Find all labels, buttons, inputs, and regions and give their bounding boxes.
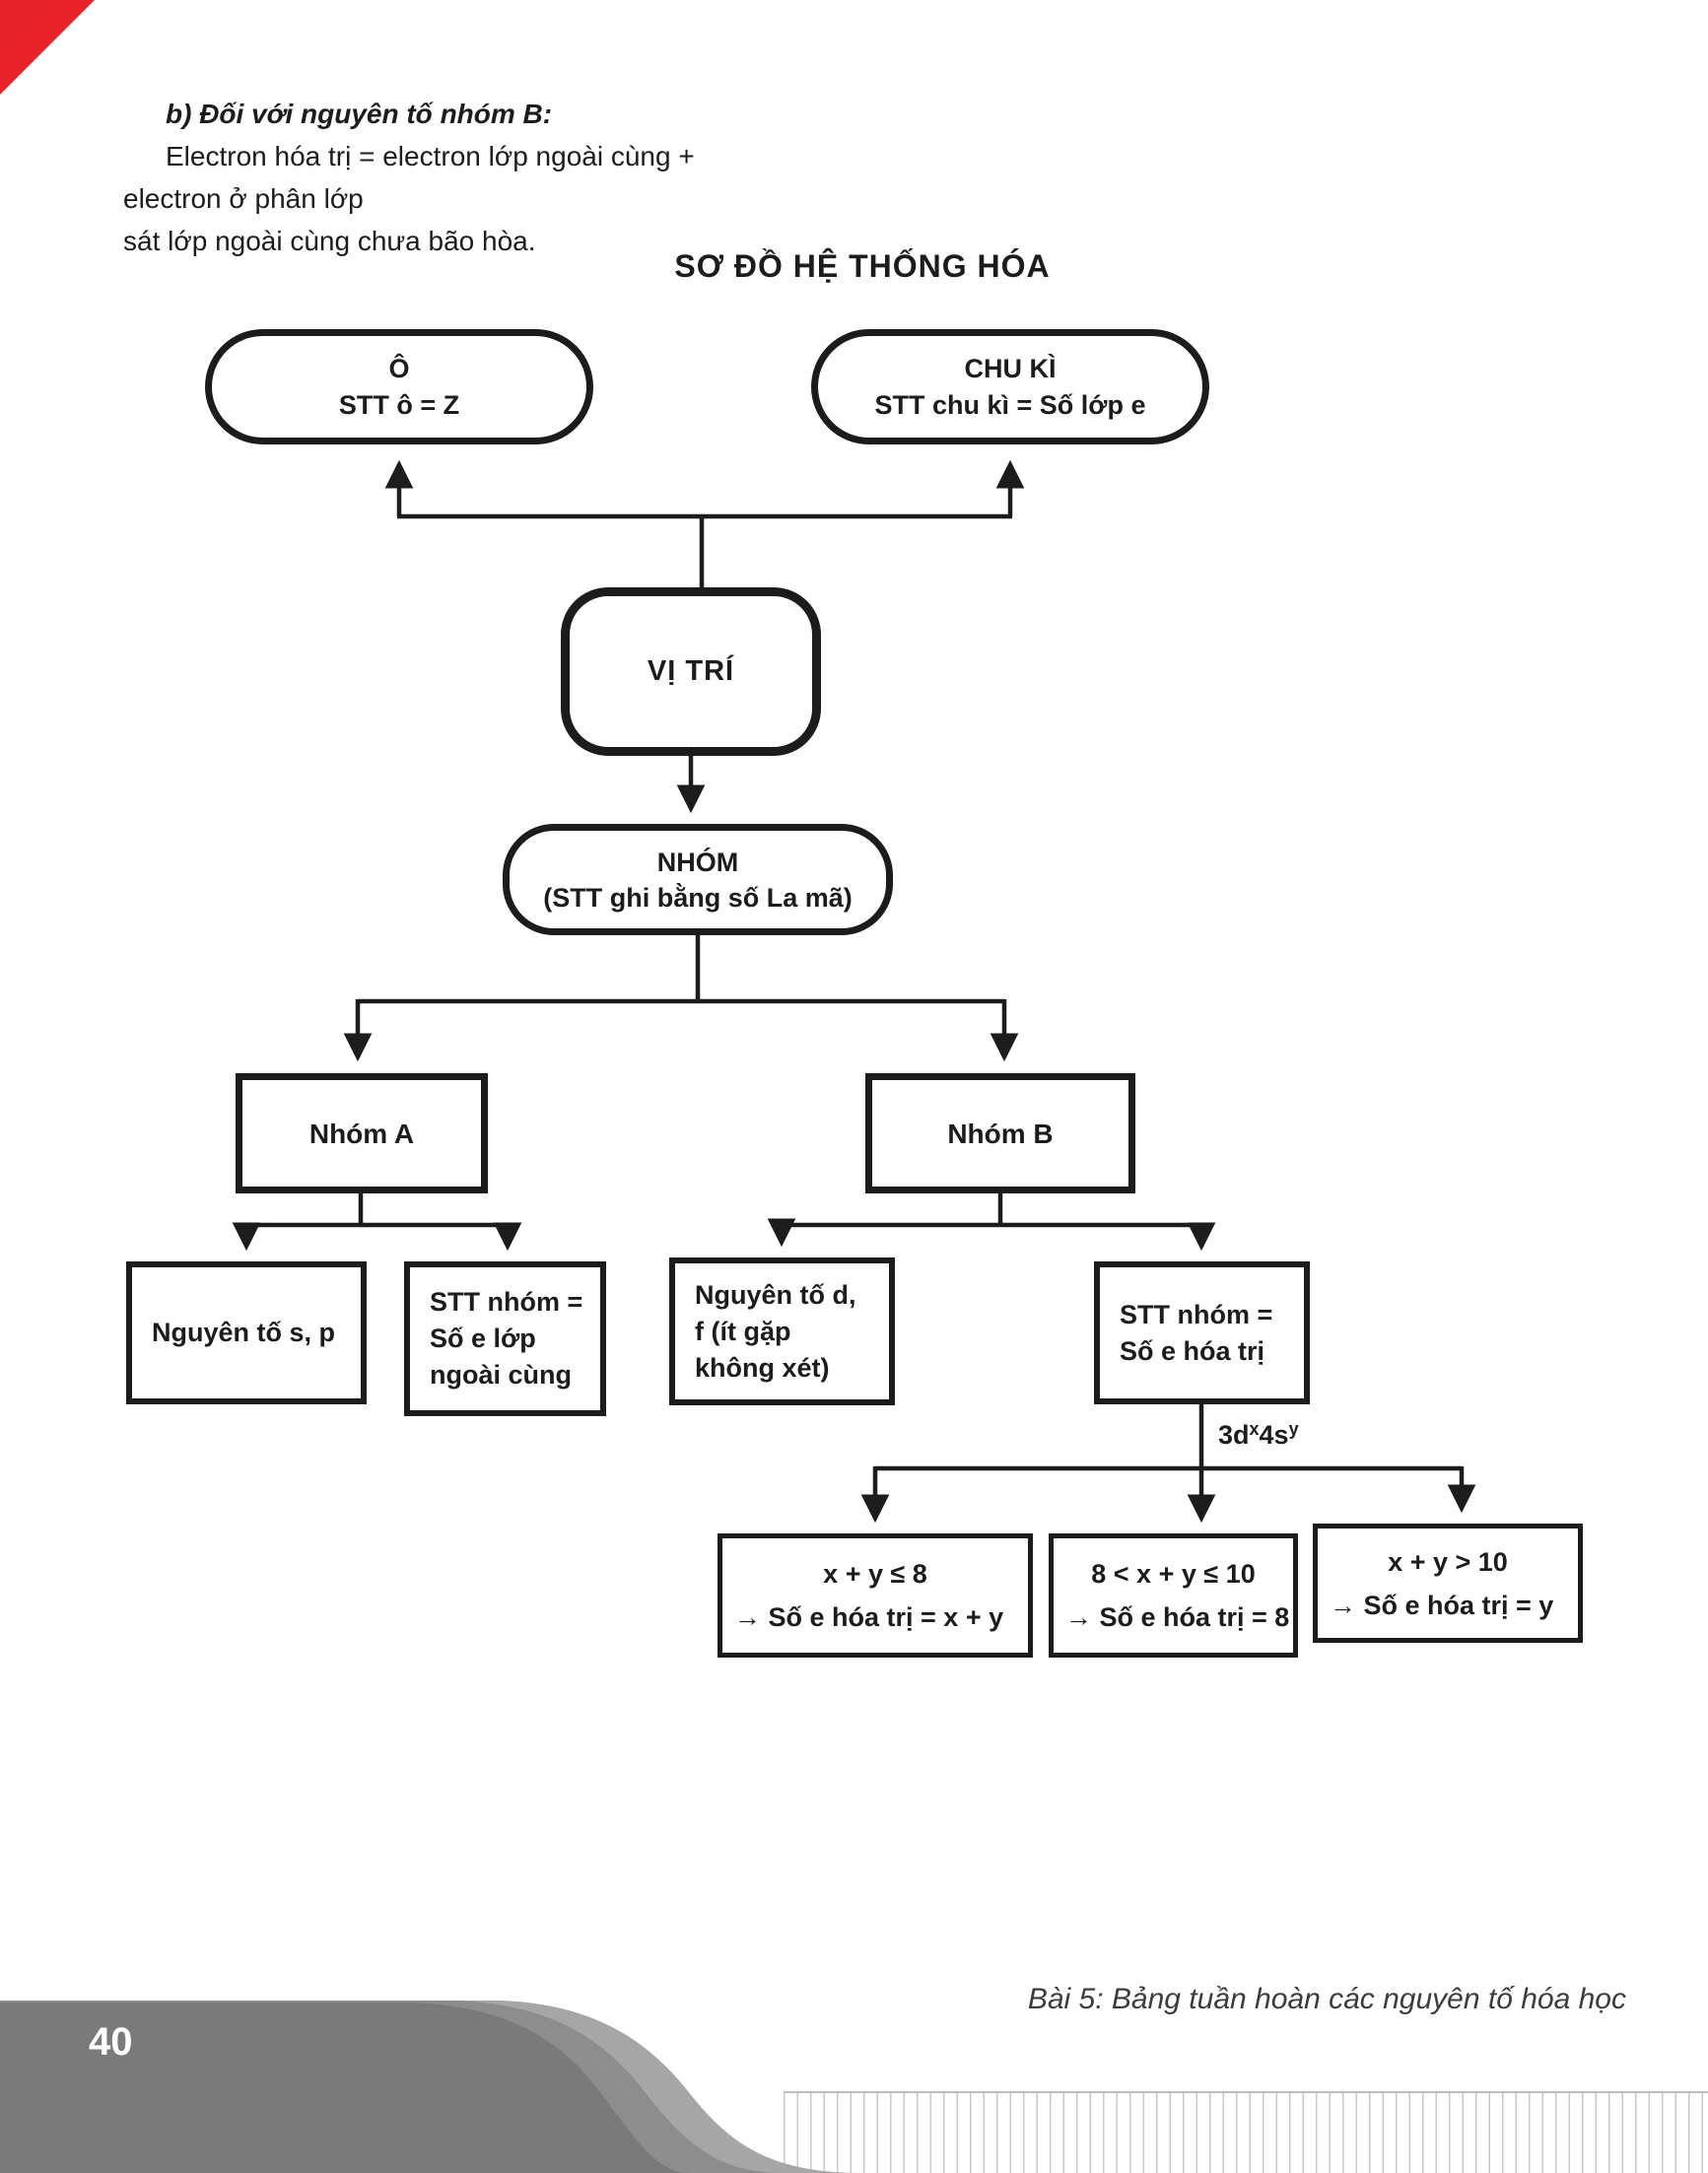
node-case-xy-le-8: x + y ≤ 8 → Số e hóa trị = x + y bbox=[717, 1533, 1033, 1658]
case2-result: → Số e hóa trị = 8 bbox=[1065, 1602, 1290, 1632]
node-cell-formula: STT ô = Z bbox=[338, 389, 460, 420]
config-base2: 4s bbox=[1259, 1420, 1289, 1450]
elements-df-line2: f (ít gặp bbox=[695, 1316, 791, 1346]
node-case-8-lt-xy-le-10: 8 < x + y ≤ 10 → Số e hóa trị = 8 bbox=[1049, 1533, 1298, 1658]
elements-df-line1: Nguyên tố d, bbox=[695, 1279, 856, 1310]
node-elements-sp-label: Nguyên tố s, p bbox=[152, 1318, 336, 1347]
node-group-a-label: Nhóm A bbox=[308, 1118, 415, 1149]
footer-stripe-pattern bbox=[784, 2091, 1708, 2173]
case3-condition: x + y > 10 bbox=[1388, 1546, 1508, 1577]
node-stt-outer-shell: STT nhóm = Số e lớp ngoài cùng bbox=[404, 1261, 606, 1416]
node-group: NHÓM (STT ghi bằng số La mã) bbox=[503, 824, 893, 935]
stt-outer-line1: STT nhóm = bbox=[430, 1287, 583, 1317]
node-position-label: VỊ TRÍ bbox=[647, 655, 735, 687]
case1-result: → Số e hóa trị = x + y bbox=[734, 1602, 1004, 1632]
node-group-a: Nhóm A bbox=[236, 1073, 488, 1193]
node-group-title: NHÓM bbox=[656, 847, 739, 877]
node-elements-df: Nguyên tố d, f (ít gặp không xét) bbox=[669, 1257, 895, 1405]
node-group-b-label: Nhóm B bbox=[947, 1118, 1054, 1149]
page-number: 40 bbox=[89, 2020, 133, 2064]
section-heading: b) Đối với nguyên tố nhóm B: bbox=[166, 99, 553, 129]
node-group-note: (STT ghi bằng số La mã) bbox=[543, 882, 853, 913]
node-cell: Ô STT ô = Z bbox=[205, 329, 593, 444]
stt-outer-line2: Số e lớp bbox=[430, 1324, 536, 1353]
footer-wave-dark bbox=[0, 2003, 690, 2173]
config-sup2: y bbox=[1288, 1419, 1299, 1439]
stt-outer-line3: ngoài cùng bbox=[430, 1360, 572, 1390]
diagram-title: SƠ ĐỒ HỆ THỐNG HÓA bbox=[674, 248, 1051, 284]
stt-valence-line1: STT nhóm = bbox=[1120, 1299, 1273, 1329]
node-period-title: CHU KÌ bbox=[964, 353, 1057, 383]
elements-df-line3: không xét) bbox=[695, 1352, 830, 1383]
intro-body-line2: sát lớp ngoài cùng chưa bão hòa. bbox=[123, 226, 536, 256]
node-group-b: Nhóm B bbox=[865, 1073, 1135, 1193]
node-period: CHU KÌ STT chu kì = Số lớp e bbox=[811, 329, 1209, 444]
node-cell-title: Ô bbox=[388, 353, 410, 383]
node-stt-valence: STT nhóm = Số e hóa trị bbox=[1094, 1261, 1310, 1404]
case1-condition: x + y ≤ 8 bbox=[823, 1559, 927, 1589]
lesson-caption: Bài 5: Bảng tuần hoàn các nguyên tố hóa … bbox=[1027, 1983, 1626, 2015]
case2-condition: 8 < x + y ≤ 10 bbox=[1091, 1559, 1256, 1589]
intro-text: b) Đối với nguyên tố nhóm B: Electron hó… bbox=[123, 93, 793, 262]
intro-body-line1: Electron hóa trị = electron lớp ngoài cù… bbox=[123, 141, 695, 214]
node-period-formula: STT chu kì = Số lớp e bbox=[874, 389, 1146, 420]
electron-config-label: 3dx4sy bbox=[1218, 1419, 1299, 1451]
footer-gray-waves bbox=[0, 2001, 862, 2173]
node-case-xy-gt-10: x + y > 10 → Số e hóa trị = y bbox=[1313, 1524, 1583, 1643]
stt-valence-line2: Số e hóa trị bbox=[1120, 1335, 1265, 1366]
node-position: VỊ TRÍ bbox=[561, 587, 821, 756]
config-base1: 3d bbox=[1218, 1420, 1250, 1450]
node-elements-sp: Nguyên tố s, p bbox=[126, 1261, 367, 1404]
case3-result: → Số e hóa trị = y bbox=[1330, 1590, 1554, 1620]
config-sup1: x bbox=[1249, 1419, 1260, 1439]
